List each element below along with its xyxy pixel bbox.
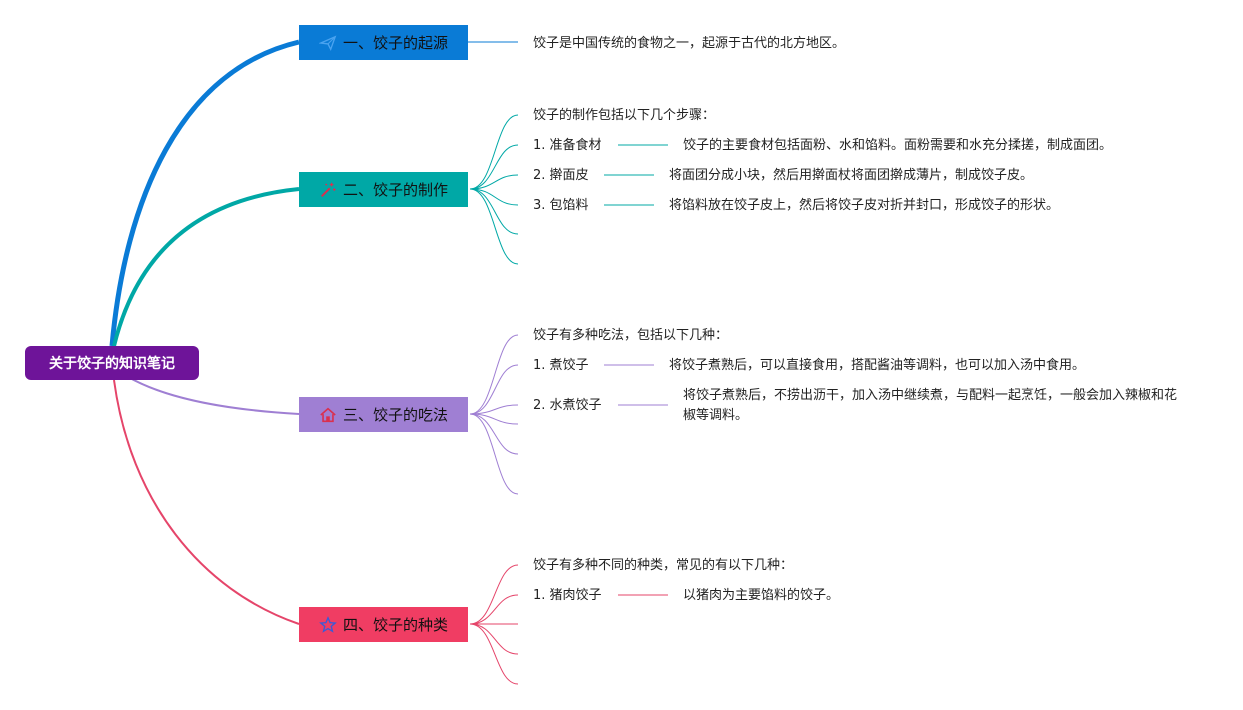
step-desc: 将馅料放在饺子皮上，然后将饺子皮对折并封口，形成饺子的形状。 [669,198,1060,213]
step-label: 1. 准备食材 [533,138,602,153]
branch-label: 二、饺子的制作 [342,181,448,199]
magic-wand-icon [320,182,336,197]
step-label: 3. 包馅料 [533,198,589,213]
branch-node-eating[interactable]: 三、饺子的吃法 [299,397,468,432]
branch-label: 三、饺子的吃法 [342,406,448,424]
link-root-branch-4 [113,379,300,625]
method-desc: 将饺子煮熟后，不捞出沥干，加入汤中继续煮，与配料一起烹饪，一般会加入辣椒和花椒等… [683,388,1178,423]
link-root-branch-1 [109,39,300,347]
branch-1-intro: 饺子是中国传统的食物之一，起源于古代的北方地区。 [533,36,846,51]
branch-label: 四、饺子的种类 [342,616,448,634]
branch-2-intro: 饺子的制作包括以下几个步骤： [533,108,716,123]
fan-branch-2 [469,114,668,265]
branch-label: 一、饺子的起源 [342,34,448,52]
method-label: 1. 煮饺子 [533,358,589,373]
branch-3-intro: 饺子有多种吃法，包括以下几种： [533,328,729,343]
root-node[interactable]: 关于饺子的知识笔记 [25,346,199,380]
method-label: 2. 水煮饺子 [533,398,602,413]
link-root-branch-2 [112,187,300,347]
branch-node-types[interactable]: 四、饺子的种类 [299,607,468,642]
type-label: 1. 猪肉饺子 [533,588,602,603]
branch-node-making[interactable]: 二、饺子的制作 [299,172,468,207]
step-label: 2. 擀面皮 [533,168,589,183]
home-icon [320,407,336,422]
method-desc: 将饺子煮熟后，可以直接食用，搭配酱油等调料，也可以加入汤中食用。 [669,358,1086,373]
fan-branch-4 [469,564,668,685]
fan-branch-3 [469,334,668,495]
type-desc: 以猪肉为主要馅料的饺子。 [683,588,840,603]
star-icon [319,615,337,633]
link-root-branch-3 [129,377,300,415]
step-desc: 饺子的主要食材包括面粉、水和馅料。面粉需要和水充分揉搓，制成面团。 [683,138,1113,153]
paper-plane-icon [318,34,337,51]
branch-node-origin[interactable]: 一、饺子的起源 [299,25,468,60]
branch-4-intro: 饺子有多种不同的种类，常见的有以下几种： [533,558,794,573]
step-desc: 将面团分成小块，然后用擀面杖将面团擀成薄片，制成饺子皮。 [669,168,1034,183]
